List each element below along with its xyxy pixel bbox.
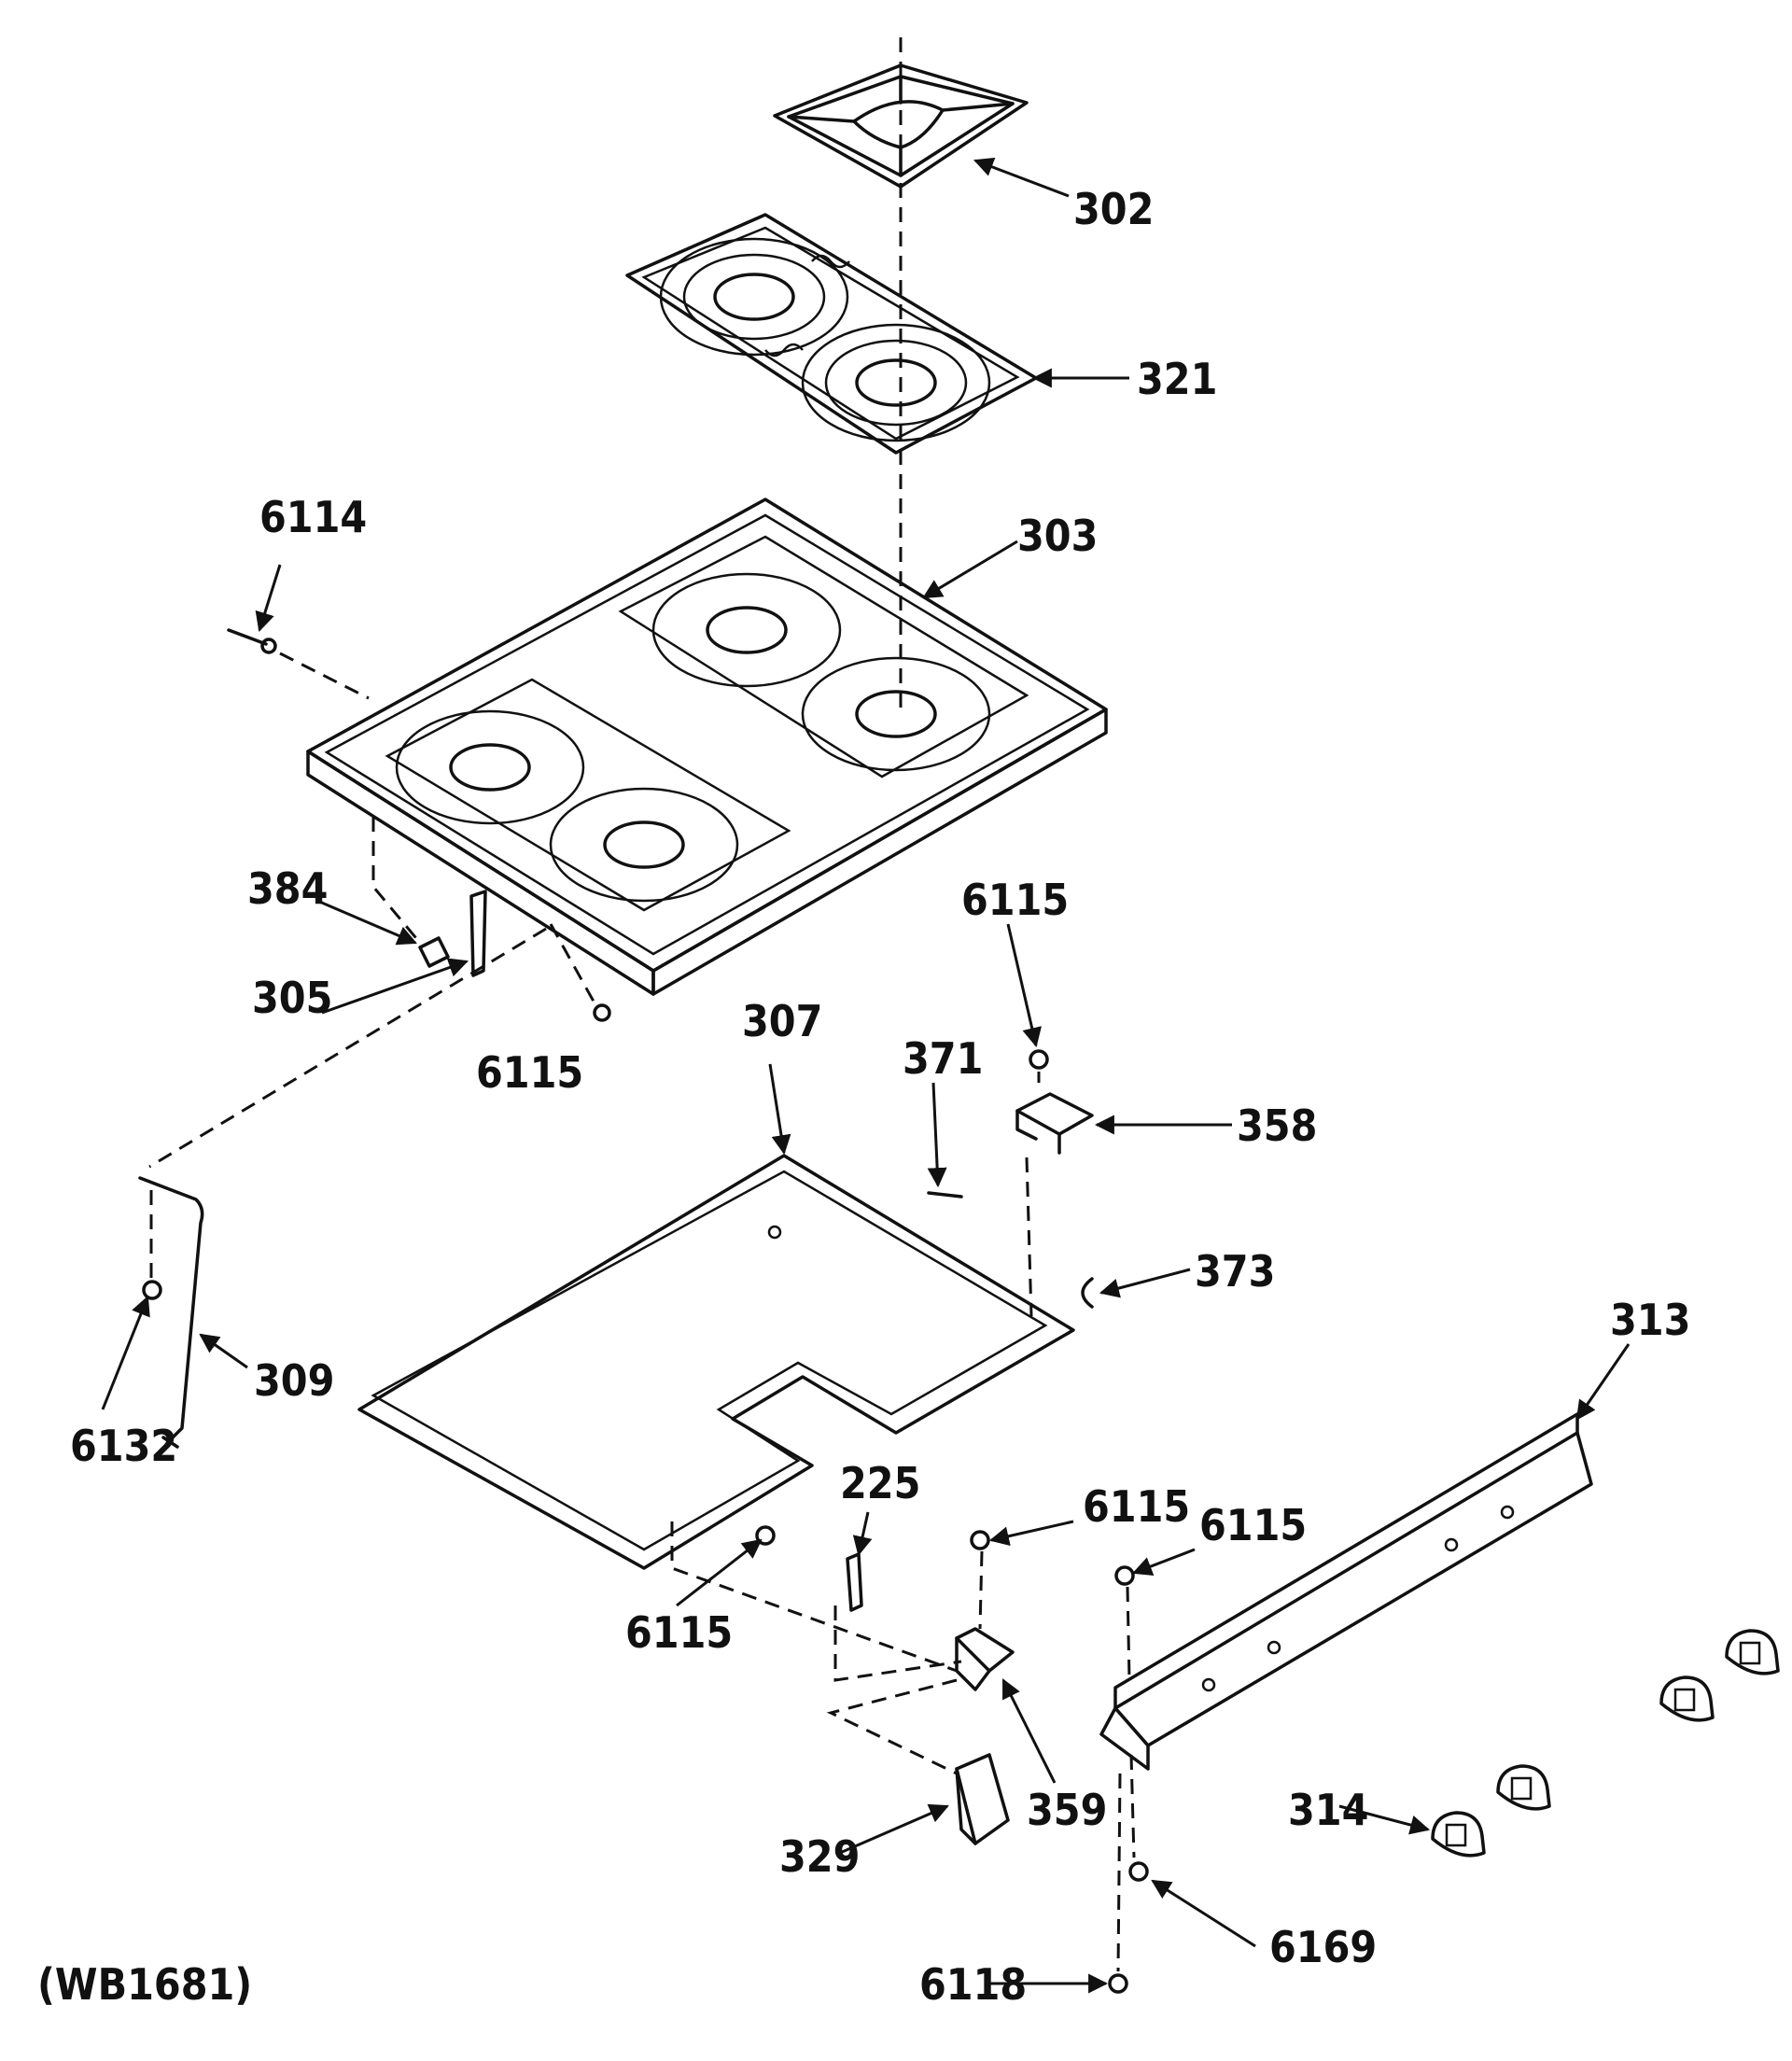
label-321: 321 <box>1137 354 1217 404</box>
label-6132: 6132 <box>70 1421 177 1471</box>
part-329-cover <box>955 1753 1010 1845</box>
part-225-clip <box>846 1552 863 1612</box>
part-321-burner-pan <box>625 213 1038 455</box>
label-373: 373 <box>1195 1246 1275 1297</box>
part-6114-pin <box>227 628 277 654</box>
part-359-bracket <box>955 1627 1015 1691</box>
part-6132-screw <box>142 1280 162 1300</box>
part-309-rod <box>138 1176 204 1449</box>
label-314: 314 <box>1288 1785 1368 1835</box>
knob-3 <box>1659 1675 1715 1722</box>
part-6115-screw-upper-right <box>1029 1049 1049 1070</box>
label-307: 307 <box>742 996 822 1046</box>
label-6115-lower-center: 6115 <box>1083 1481 1190 1532</box>
label-329: 329 <box>779 1831 860 1882</box>
label-303: 303 <box>1017 511 1098 561</box>
knob-1 <box>1431 1811 1486 1858</box>
part-6169-screw <box>1128 1861 1149 1882</box>
label-6114: 6114 <box>259 492 367 542</box>
part-358-bracket <box>1015 1092 1094 1155</box>
label-6115-lower-left: 6115 <box>625 1607 733 1658</box>
label-6115-left: 6115 <box>476 1047 583 1098</box>
label-6169: 6169 <box>1269 1922 1377 1972</box>
part-6115-screw-left <box>593 1003 611 1022</box>
label-359: 359 <box>1027 1785 1107 1835</box>
label-6115-right: 6115 <box>1199 1500 1307 1550</box>
part-307-bottom-panel <box>357 1154 1075 1570</box>
part-303-cooktop <box>306 498 1108 996</box>
part-371-clip <box>927 1191 963 1199</box>
label-305: 305 <box>252 973 332 1023</box>
knob-4 <box>1725 1629 1780 1675</box>
diagram-code: (WB1681) <box>37 1959 252 2010</box>
label-358: 358 <box>1237 1101 1317 1151</box>
part-6115-screw-lower-left <box>755 1525 776 1546</box>
label-302: 302 <box>1073 184 1154 234</box>
label-225: 225 <box>840 1458 920 1508</box>
part-305-bracket <box>469 890 487 977</box>
part-373-clip <box>1081 1277 1094 1309</box>
label-371: 371 <box>903 1033 983 1084</box>
part-314-knobs <box>1431 1629 1780 1858</box>
part-313-manifold-panel <box>1099 1412 1593 1771</box>
part-384-clip <box>418 936 450 968</box>
part-6118-screw <box>1108 1973 1128 1994</box>
label-309: 309 <box>254 1355 334 1406</box>
label-6115-upper-right: 6115 <box>961 875 1069 925</box>
label-6118: 6118 <box>919 1959 1027 2010</box>
knob-2 <box>1496 1764 1551 1811</box>
leader-arrows <box>101 157 1631 1994</box>
part-6115-screw-lower-center <box>970 1530 990 1550</box>
label-313: 313 <box>1610 1295 1690 1345</box>
label-384: 384 <box>247 863 328 914</box>
part-6115-screw-right <box>1114 1565 1135 1586</box>
